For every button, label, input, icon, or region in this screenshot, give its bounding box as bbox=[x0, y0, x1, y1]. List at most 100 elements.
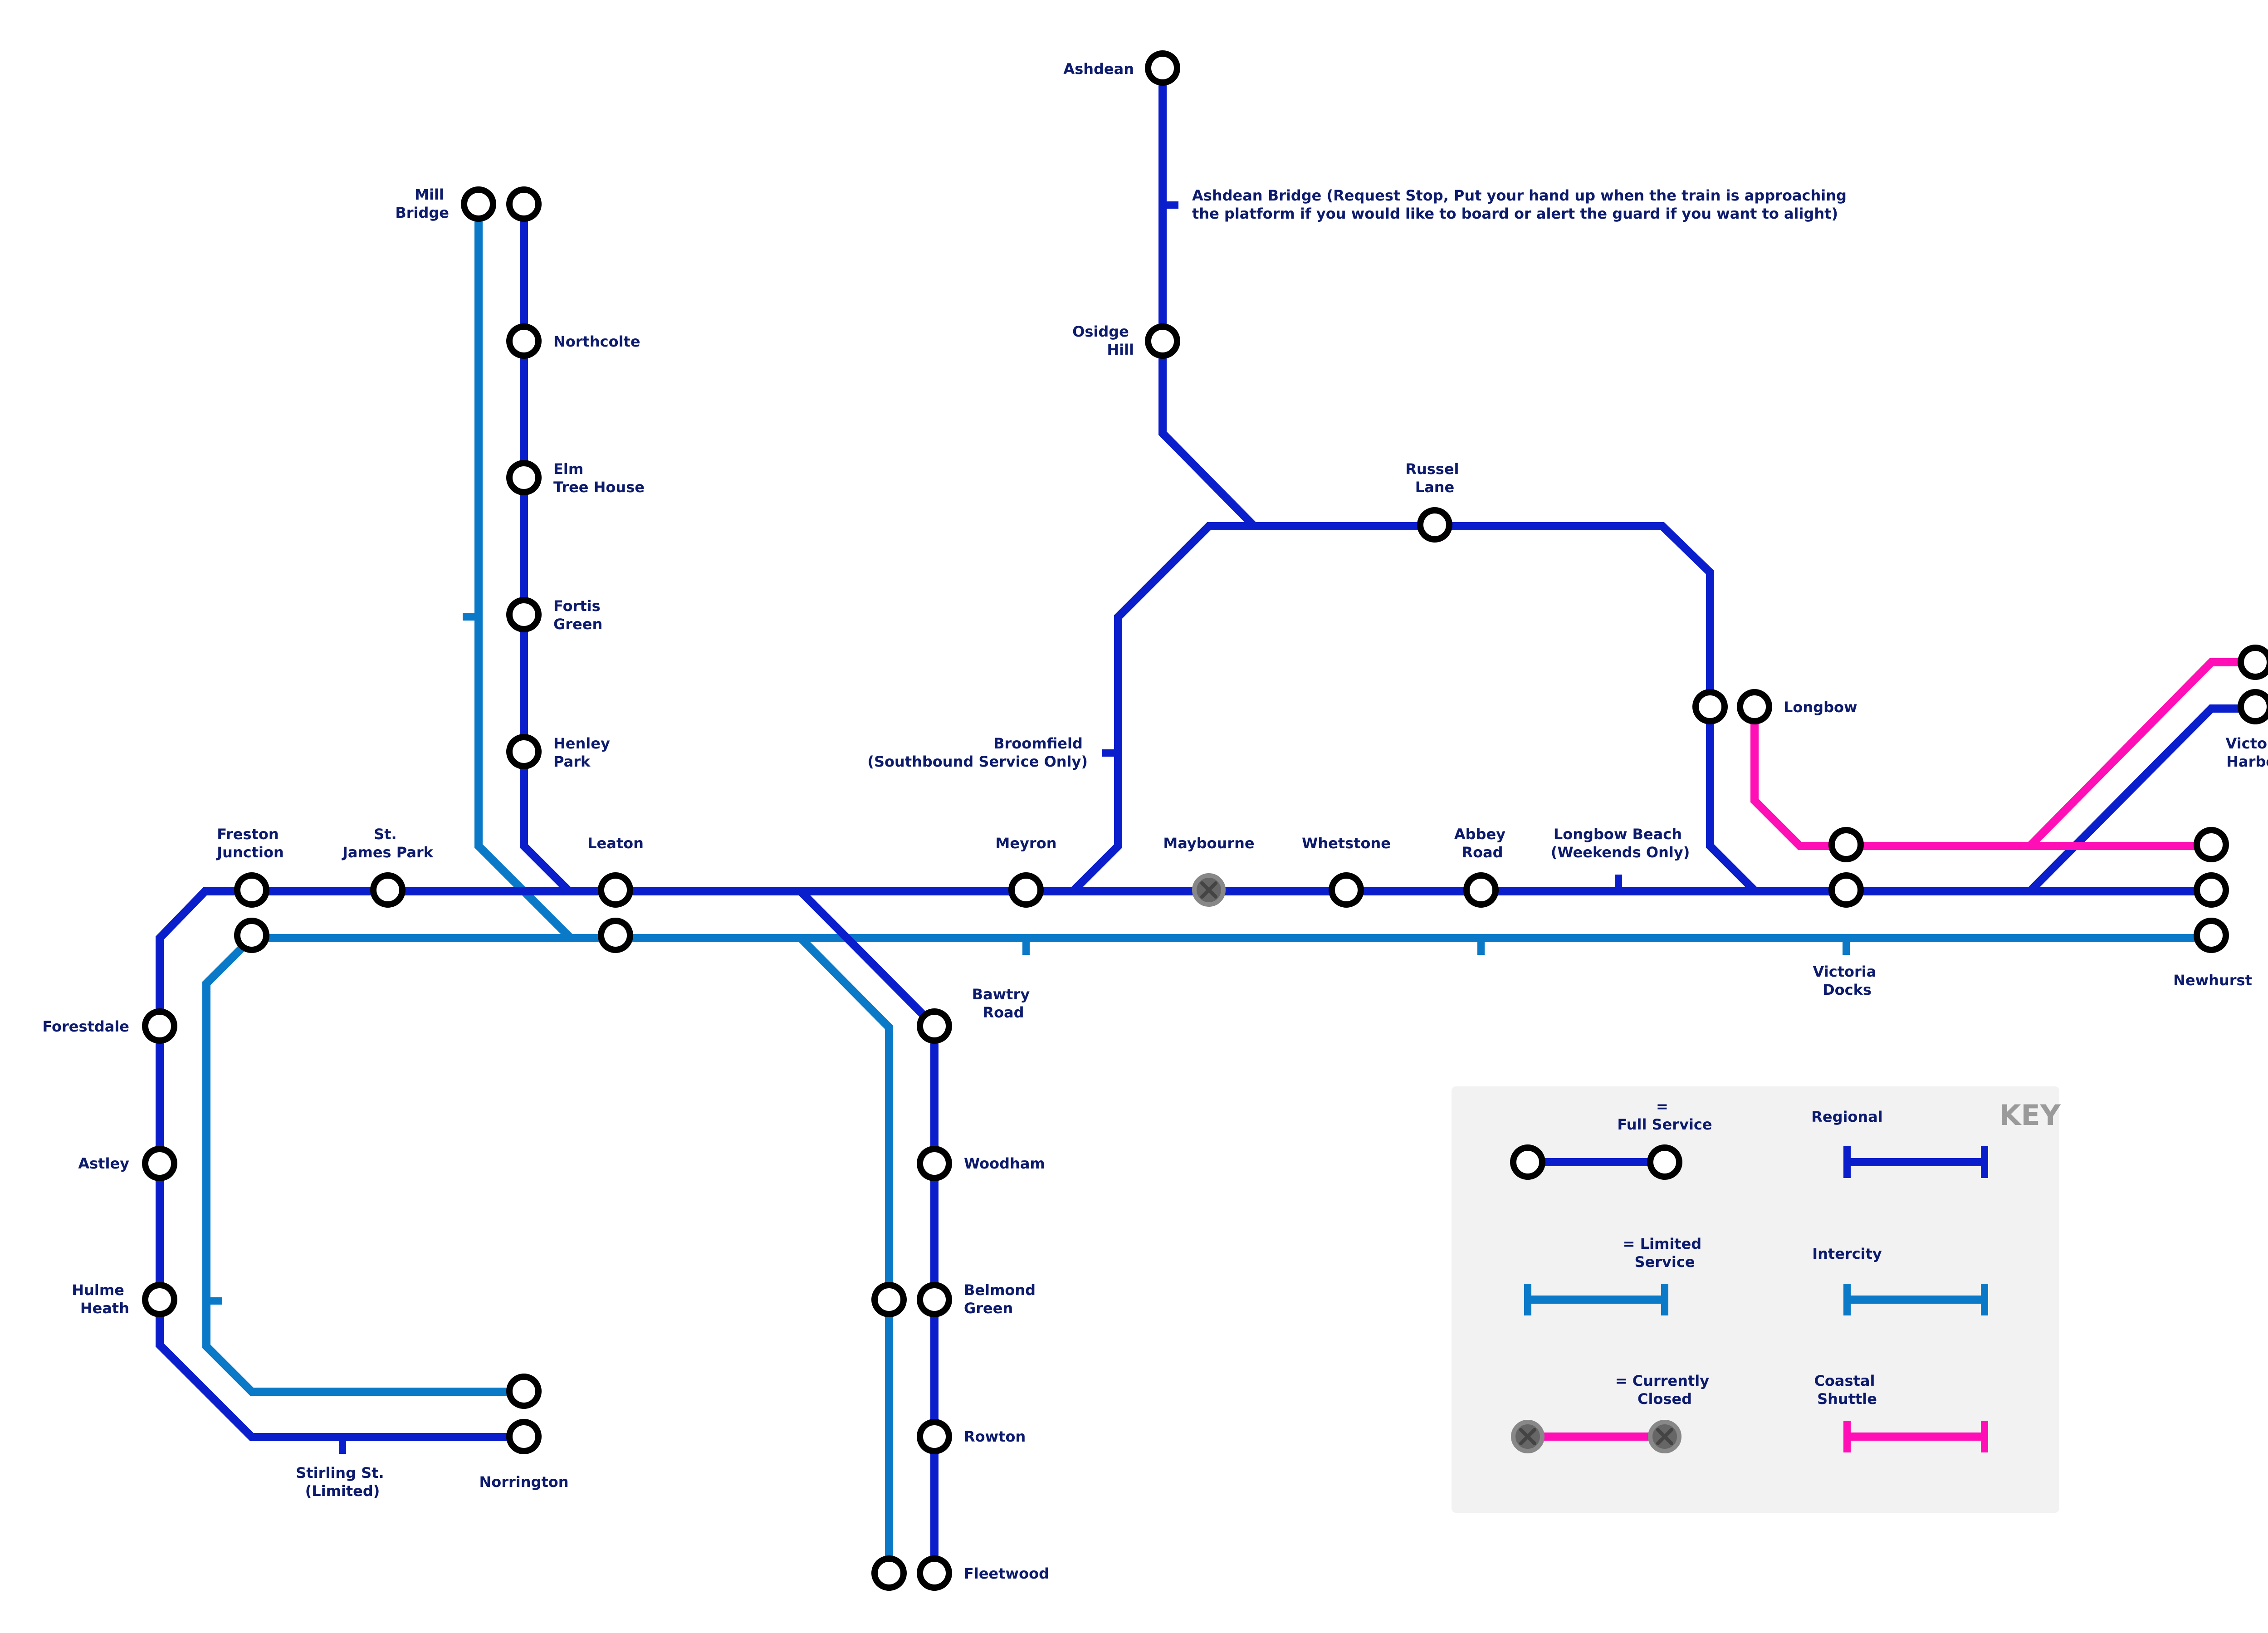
coastal-line-main bbox=[1750, 709, 2211, 850]
label-astley: Astley bbox=[78, 1155, 129, 1172]
station-osidge-hill[interactable] bbox=[1145, 323, 1180, 359]
station-victoria-docks-coastal[interactable] bbox=[1828, 827, 1864, 862]
station-longbow-coastal[interactable] bbox=[1737, 689, 1772, 724]
regional-line-ashdean-branch bbox=[1158, 68, 1257, 529]
station-leaton-intercity[interactable] bbox=[598, 918, 633, 953]
label-woodham: Woodham bbox=[964, 1155, 1045, 1172]
intercity-line-main bbox=[202, 934, 2211, 1396]
station-fortis-green[interactable] bbox=[506, 597, 542, 632]
station-meyron[interactable] bbox=[1008, 872, 1044, 908]
station-henley-park[interactable] bbox=[506, 734, 542, 769]
station-longbow-regional[interactable] bbox=[1692, 689, 1728, 724]
station-newhurst-regional[interactable] bbox=[2194, 872, 2229, 908]
station-fleetwood-intercity[interactable] bbox=[871, 1555, 907, 1591]
label-longbow-beach: Longbow Beach (Weekends Only) bbox=[1551, 826, 1690, 861]
label-abbey-road: Abbey Road bbox=[1454, 826, 1510, 861]
key-intercity-label: Intercity bbox=[1812, 1245, 1882, 1262]
station-victoria-harbour-regional[interactable] bbox=[2238, 689, 2268, 724]
station-astley[interactable] bbox=[142, 1146, 177, 1181]
station-russel-lane[interactable] bbox=[1417, 507, 1452, 543]
station-freston-junction-intercity[interactable] bbox=[234, 918, 269, 953]
station-bawtry-road[interactable] bbox=[917, 1008, 952, 1044]
regional-line-bawtry-branch bbox=[797, 888, 938, 1573]
station-mill-bridge-regional[interactable] bbox=[506, 186, 542, 222]
station-woodham[interactable] bbox=[917, 1146, 952, 1181]
station-ashdean[interactable] bbox=[1145, 50, 1180, 86]
intercity-line-fleetwood-branch bbox=[797, 935, 893, 1573]
label-victoria-harbour: Victoria Harbour bbox=[2226, 735, 2268, 770]
station-elm-tree-house[interactable] bbox=[506, 460, 542, 495]
station-rowton[interactable] bbox=[917, 1419, 952, 1454]
station-newhurst-coastal[interactable] bbox=[2194, 827, 2229, 862]
key-regional-label: Regional bbox=[1811, 1108, 1883, 1125]
key-coastal-shuttle-label: Coastal Shuttle bbox=[1814, 1372, 1880, 1408]
label-maybourne: Maybourne bbox=[1163, 835, 1254, 852]
label-norrington: Norrington bbox=[479, 1473, 568, 1491]
key-full-service-label: = Full Service bbox=[1617, 1098, 1712, 1133]
label-leaton: Leaton bbox=[587, 835, 644, 852]
station-leaton-regional[interactable] bbox=[598, 872, 633, 908]
station-belmond-green-intercity[interactable] bbox=[871, 1282, 907, 1317]
label-ashdean: Ashdean bbox=[1063, 60, 1134, 78]
regional-line-northcolte-branch bbox=[520, 204, 572, 895]
station-belmond-green-regional[interactable] bbox=[917, 1282, 952, 1317]
label-rowton: Rowton bbox=[964, 1428, 1026, 1445]
label-forestdale: Forestdale bbox=[42, 1018, 129, 1035]
intercity-lines bbox=[202, 204, 2211, 1573]
stations bbox=[142, 50, 2268, 1591]
limited-stops bbox=[206, 201, 1850, 1454]
label-hulme-heath: Hulme Heath bbox=[72, 1281, 129, 1317]
key-intercity: Intercity bbox=[1812, 1245, 1988, 1315]
label-elm-tree-house: Elm Tree House bbox=[553, 460, 645, 496]
station-newhurst-intercity[interactable] bbox=[2194, 918, 2229, 953]
station-northcolte[interactable] bbox=[506, 323, 542, 359]
label-osidge-hill: Osidge Hill bbox=[1072, 323, 1134, 358]
label-stirling-st: Stirling St. (Limited) bbox=[296, 1464, 389, 1500]
station-norrington-intercity[interactable] bbox=[506, 1374, 542, 1409]
key-limited-service: = Limited Service bbox=[1524, 1235, 1707, 1315]
station-mill-bridge-intercity[interactable] bbox=[461, 186, 496, 222]
key-background bbox=[1452, 1086, 2059, 1513]
coastal-lines bbox=[1750, 658, 2255, 850]
label-newhurst: Newhurst bbox=[2173, 972, 2252, 989]
label-victoria-docks: Victoria Docks bbox=[1813, 963, 1882, 998]
label-meyron: Meyron bbox=[996, 835, 1057, 852]
key-full-service: = Full Service bbox=[1510, 1098, 1712, 1180]
station-abbey-road[interactable] bbox=[1463, 872, 1499, 908]
station-freston-junction-regional[interactable] bbox=[234, 872, 269, 908]
key-currently-closed-label: = Currently Closed bbox=[1615, 1372, 1715, 1408]
key-title: KEY bbox=[1999, 1099, 2061, 1132]
station-whetstone[interactable] bbox=[1329, 872, 1364, 908]
intercity-line-mill-bridge-branch bbox=[474, 204, 572, 940]
station-labels: Ashdean Ashdean Bridge (Request Stop, Pu… bbox=[42, 60, 2268, 1582]
station-hulme-heath[interactable] bbox=[142, 1282, 177, 1317]
station-victoria-docks-regional[interactable] bbox=[1828, 872, 1864, 908]
label-northcolte: Northcolte bbox=[553, 333, 640, 350]
label-bawtry-road: Bawtry Road bbox=[972, 986, 1035, 1021]
label-fortis-green: Fortis Green bbox=[553, 597, 606, 633]
station-forestdale[interactable] bbox=[142, 1008, 177, 1044]
key-station-icon bbox=[1510, 1144, 1545, 1180]
station-fleetwood-regional[interactable] bbox=[917, 1555, 952, 1591]
key-coastal-shuttle: Coastal Shuttle bbox=[1814, 1372, 1988, 1452]
station-victoria-harbour-coastal[interactable] bbox=[2238, 645, 2268, 680]
key-regional: Regional bbox=[1811, 1108, 1988, 1178]
key-limited-service-label: = Limited Service bbox=[1623, 1235, 1707, 1271]
station-norrington-regional[interactable] bbox=[506, 1419, 542, 1454]
label-henley-park: Henley Park bbox=[553, 735, 615, 770]
coastal-line-harbour-branch bbox=[2027, 658, 2255, 849]
label-fleetwood: Fleetwood bbox=[964, 1565, 1049, 1582]
label-st-james-park: St. James Park bbox=[342, 826, 434, 861]
station-st-james-park[interactable] bbox=[370, 872, 406, 908]
label-whetstone: Whetstone bbox=[1302, 835, 1391, 852]
label-ashdean-bridge: Ashdean Bridge (Request Stop, Put your h… bbox=[1192, 187, 1852, 222]
map-key: KEY = Full Service = Limited Service bbox=[1452, 1086, 2061, 1513]
label-russel-lane: Russel Lane bbox=[1405, 460, 1464, 496]
key-station-icon bbox=[1647, 1144, 1682, 1180]
label-broomfield: Broomfield (Southbound Service Only) bbox=[867, 735, 1088, 770]
station-maybourne-closed[interactable] bbox=[1192, 873, 1226, 907]
label-freston-junction: Freston Junction bbox=[216, 826, 284, 861]
label-mill-bridge: Mill Bridge bbox=[395, 186, 449, 221]
label-longbow: Longbow bbox=[1784, 699, 1857, 716]
